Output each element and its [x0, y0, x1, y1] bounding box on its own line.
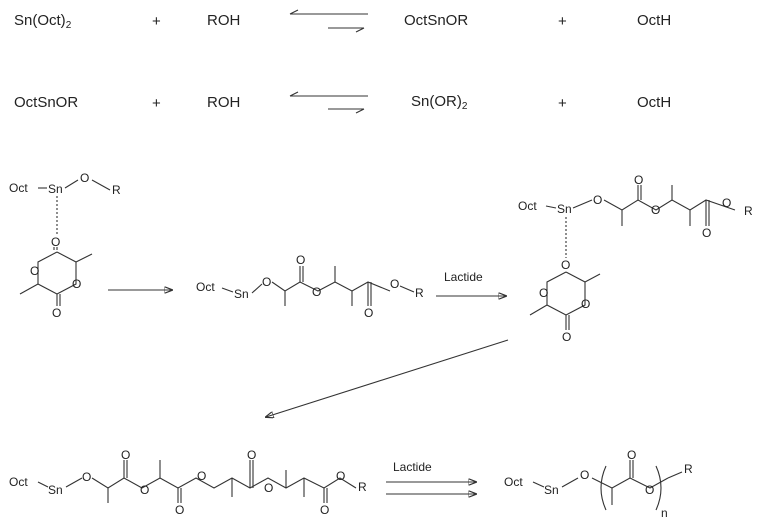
atom-o-a4: O — [72, 277, 82, 291]
atom-o-d4: O — [175, 503, 185, 517]
atom-o-b1: O — [262, 275, 272, 289]
atom-o-d7: O — [264, 481, 274, 495]
atom-o-c3: O — [651, 203, 661, 217]
atom-oct-e: Oct — [504, 475, 523, 489]
equilibrium-arrow-1 — [289, 9, 368, 33]
atom-oct-c: Oct — [518, 199, 537, 213]
reaction-arrow-diagonal — [266, 339, 509, 417]
atom-o-d3: O — [140, 483, 150, 497]
atom-o-c6: O — [561, 258, 571, 272]
atom-o-b3: O — [312, 285, 322, 299]
atom-o-c5: O — [722, 196, 732, 210]
atom-o-c9: O — [562, 330, 572, 344]
eq2-reactant-roh: ROH — [207, 94, 241, 111]
atom-o-c7: O — [539, 286, 549, 300]
atom-sn-d: Sn — [48, 483, 63, 497]
atom-sn-e: Sn — [544, 483, 559, 497]
atom-o-a2: O — [51, 235, 61, 249]
structure-two-unit-chain — [37, 460, 357, 503]
eq2-product-octh: OctH — [637, 94, 672, 111]
atom-o-a1: O — [80, 171, 90, 185]
atom-o-e3: O — [645, 483, 655, 497]
atom-o-d2: O — [121, 448, 131, 462]
atom-o-c2: O — [634, 173, 644, 187]
atom-o-b4: O — [364, 306, 374, 320]
atom-o-c8: O — [581, 297, 591, 311]
atom-r-a: R — [112, 183, 121, 197]
atom-r-b: R — [415, 286, 424, 300]
eq1-product-octsnor: OctSnOR — [404, 12, 469, 29]
eq1-reactant-roh: ROH — [207, 12, 241, 29]
eq1-reactant-sn-oct2: Sn(Oct)2 — [14, 12, 72, 31]
atom-o-c1: O — [593, 193, 603, 207]
atom-sn-b: Sn — [234, 287, 249, 301]
eq1-product-octh: OctH — [637, 12, 672, 29]
atom-o-a3: O — [30, 264, 40, 278]
atom-o-d6: O — [247, 448, 257, 462]
structure-coordination-complex — [19, 179, 111, 306]
eq1-plus-2: + — [558, 13, 567, 30]
atom-o-d1: O — [82, 470, 92, 484]
atom-o-d8: O — [320, 503, 330, 517]
atom-r-e: R — [684, 462, 693, 476]
atom-o-d9: O — [336, 469, 346, 483]
structure-ring-opened — [221, 266, 415, 306]
atom-o-b2: O — [296, 253, 306, 267]
equilibrium-arrow-2 — [289, 91, 368, 114]
reagent-lactide-1: Lactide — [444, 270, 483, 284]
atom-o-d5: O — [197, 469, 207, 483]
atom-sn-c: Sn — [557, 202, 572, 216]
atom-oct-b: Oct — [196, 280, 215, 294]
repeat-subscript-n: n — [661, 506, 668, 520]
atom-oct-a: Oct — [9, 181, 28, 195]
atom-o-a5: O — [52, 306, 62, 320]
eq2-plus-2: + — [558, 95, 567, 112]
structure-polymer — [532, 460, 683, 511]
atom-o-e1: O — [580, 468, 590, 482]
reagent-lactide-2: Lactide — [393, 460, 432, 474]
atom-r-d: R — [358, 480, 367, 494]
atom-oct-d: Oct — [9, 475, 28, 489]
reaction-arrow-3 — [386, 482, 476, 494]
eq2-reactant-octsnor: OctSnOR — [14, 94, 79, 111]
atom-o-c4: O — [702, 226, 712, 240]
atom-o-e2: O — [627, 448, 637, 462]
atom-o-b5: O — [390, 277, 400, 291]
eq1-plus-1: + — [152, 13, 161, 30]
atom-r-c: R — [744, 204, 753, 218]
structure-chain-coordinated — [529, 185, 736, 330]
atom-sn-a: Sn — [48, 182, 63, 196]
eq2-product-sn-or2: Sn(OR)2 — [411, 93, 468, 112]
eq2-plus-1: + — [152, 95, 161, 112]
